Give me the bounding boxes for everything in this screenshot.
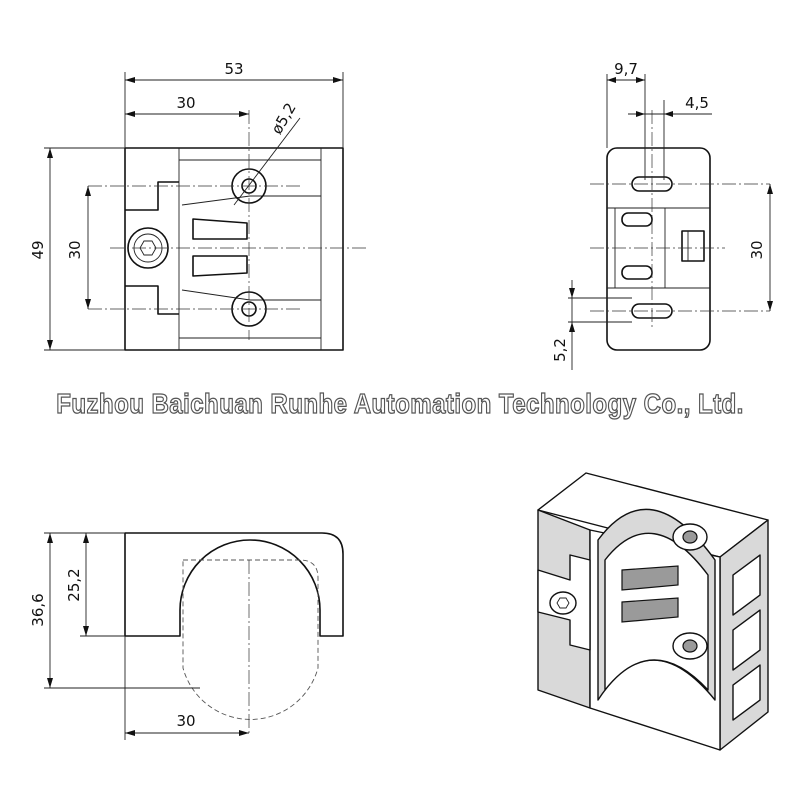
dim-side-slot-offset: 4,5: [685, 94, 709, 112]
dim-front-hole-diameter: ø5,2: [268, 100, 300, 138]
dim-front-overall-width: 53: [224, 60, 243, 78]
dim-side-bottom-offset: 5,2: [551, 338, 569, 362]
side-dimensions: 9,7 4,5 30 5,2: [551, 60, 773, 370]
bottom-dimensions: 36,6 25,2 30: [29, 532, 249, 740]
dim-side-slot-width: 9,7: [614, 60, 638, 78]
isometric-view: [537, 472, 769, 751]
company-watermark: Fuzhou Baichuan Runhe Automation Technol…: [56, 387, 744, 419]
dim-bottom-inner-height: 25,2: [65, 568, 83, 601]
dim-front-overall-height: 49: [29, 240, 47, 259]
dim-side-hole-spacing: 30: [748, 240, 766, 259]
dim-front-hole-spacing: 30: [66, 240, 84, 259]
bottom-view: [124, 532, 344, 735]
front-view: [88, 110, 368, 351]
dim-bottom-overall-height: 36,6: [29, 593, 47, 626]
dim-bottom-radius-width: 30: [176, 712, 195, 730]
dim-front-half-width: 30: [176, 94, 195, 112]
front-dimensions: 53 30 ø5,2 49 30: [29, 60, 344, 351]
side-view: [590, 110, 770, 351]
